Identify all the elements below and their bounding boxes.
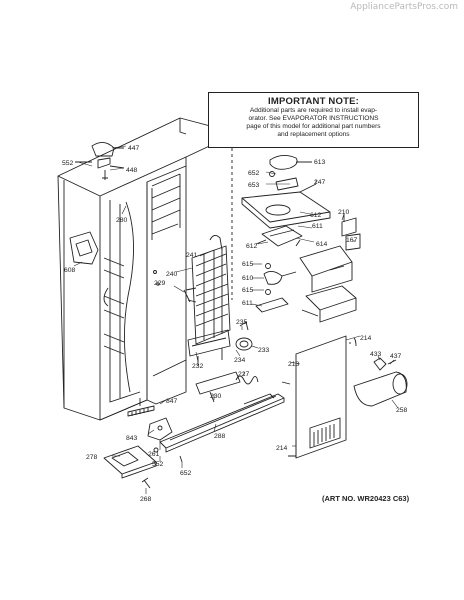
note-line: page of this model for additional part n… (246, 123, 381, 130)
part-610-fan-motor (255, 263, 297, 313)
part-232-heater (187, 329, 231, 366)
art-number: (ART NO. WR20423 C63) (322, 494, 410, 503)
part-612-motor-bracket (255, 225, 303, 247)
part-247-cover (241, 183, 331, 229)
part-278-base (103, 445, 157, 479)
label-613: 613 (314, 159, 326, 166)
label-213: 213 (288, 361, 300, 368)
label-210: 210 (338, 209, 350, 216)
note-line: Additional parts are required to install… (249, 107, 378, 114)
label-235: 235 (236, 319, 248, 326)
part-843-bracket (147, 417, 173, 441)
label-288: 288 (214, 433, 226, 440)
important-note-box: IMPORTANT NOTE: Additional parts are req… (208, 92, 419, 148)
label-261: 261 (148, 451, 160, 458)
label-167: 167 (346, 237, 358, 244)
label-612-top: 612 (310, 212, 322, 219)
label-233: 233 (258, 347, 270, 354)
label-610: 610 (242, 275, 254, 282)
label-268: 268 (140, 496, 152, 503)
label-258: 258 (396, 407, 408, 414)
refrigerator-cabinet (57, 117, 219, 421)
label-552: 552 (62, 160, 74, 167)
label-214-top: 214 (360, 335, 372, 342)
part-847-strip (127, 405, 155, 417)
label-214-bottom: 214 (276, 445, 288, 452)
label-608: 608 (64, 267, 76, 274)
label-614: 614 (316, 241, 328, 248)
part-233-fan (235, 321, 253, 351)
label-447: 447 (128, 145, 140, 152)
label-247: 247 (314, 179, 326, 186)
label-552-bottom: 552 (152, 461, 164, 468)
watermark: AppliancePartsPros.com (350, 2, 458, 12)
note-line: and replacement options (277, 131, 350, 138)
label-234: 234 (234, 357, 246, 364)
part-227-spring (195, 371, 259, 403)
label-652-bottom: 652 (180, 470, 192, 477)
label-437: 437 (390, 353, 402, 360)
note-line: orator. See EVAPORATOR INSTRUCTIONS (248, 115, 379, 122)
label-611-lower: 611 (242, 300, 253, 307)
label-615-upper: 615 (242, 261, 254, 268)
note-title: IMPORTANT NOTE: (268, 96, 359, 107)
label-227: 227 (238, 371, 250, 378)
part-number-labels: 447 552 448 280 608 613 652 653 247 210 … (62, 145, 408, 503)
label-652: 652 (248, 170, 260, 177)
part-241-evaporator (183, 235, 231, 345)
part-control-housing (299, 245, 357, 323)
label-241: 241 (186, 252, 198, 259)
label-278: 278 (86, 454, 98, 461)
label-612-left: 612 (246, 243, 258, 250)
part-258-condenser-fan (353, 357, 408, 407)
part-608-damper (69, 231, 99, 265)
label-280: 280 (116, 217, 128, 224)
part-167-thermostat (345, 233, 361, 251)
part-screws (141, 447, 183, 489)
label-229: 229 (154, 280, 166, 287)
part-210-box (341, 214, 357, 237)
label-611-top: 611 (312, 223, 323, 230)
label-847: 847 (166, 398, 178, 405)
label-653: 653 (248, 182, 260, 189)
label-448: 448 (126, 167, 138, 174)
label-240: 240 (166, 271, 178, 278)
label-232: 232 (192, 363, 204, 370)
label-843: 843 (126, 435, 138, 442)
part-613-fan-blade (269, 155, 312, 191)
label-433: 433 (370, 351, 382, 358)
part-447-bracket (75, 142, 125, 180)
part-288-drain-pan (159, 393, 285, 453)
label-230: 230 (210, 393, 222, 400)
part-213-rear-panel (281, 335, 357, 459)
label-615-lower: 615 (242, 287, 254, 294)
